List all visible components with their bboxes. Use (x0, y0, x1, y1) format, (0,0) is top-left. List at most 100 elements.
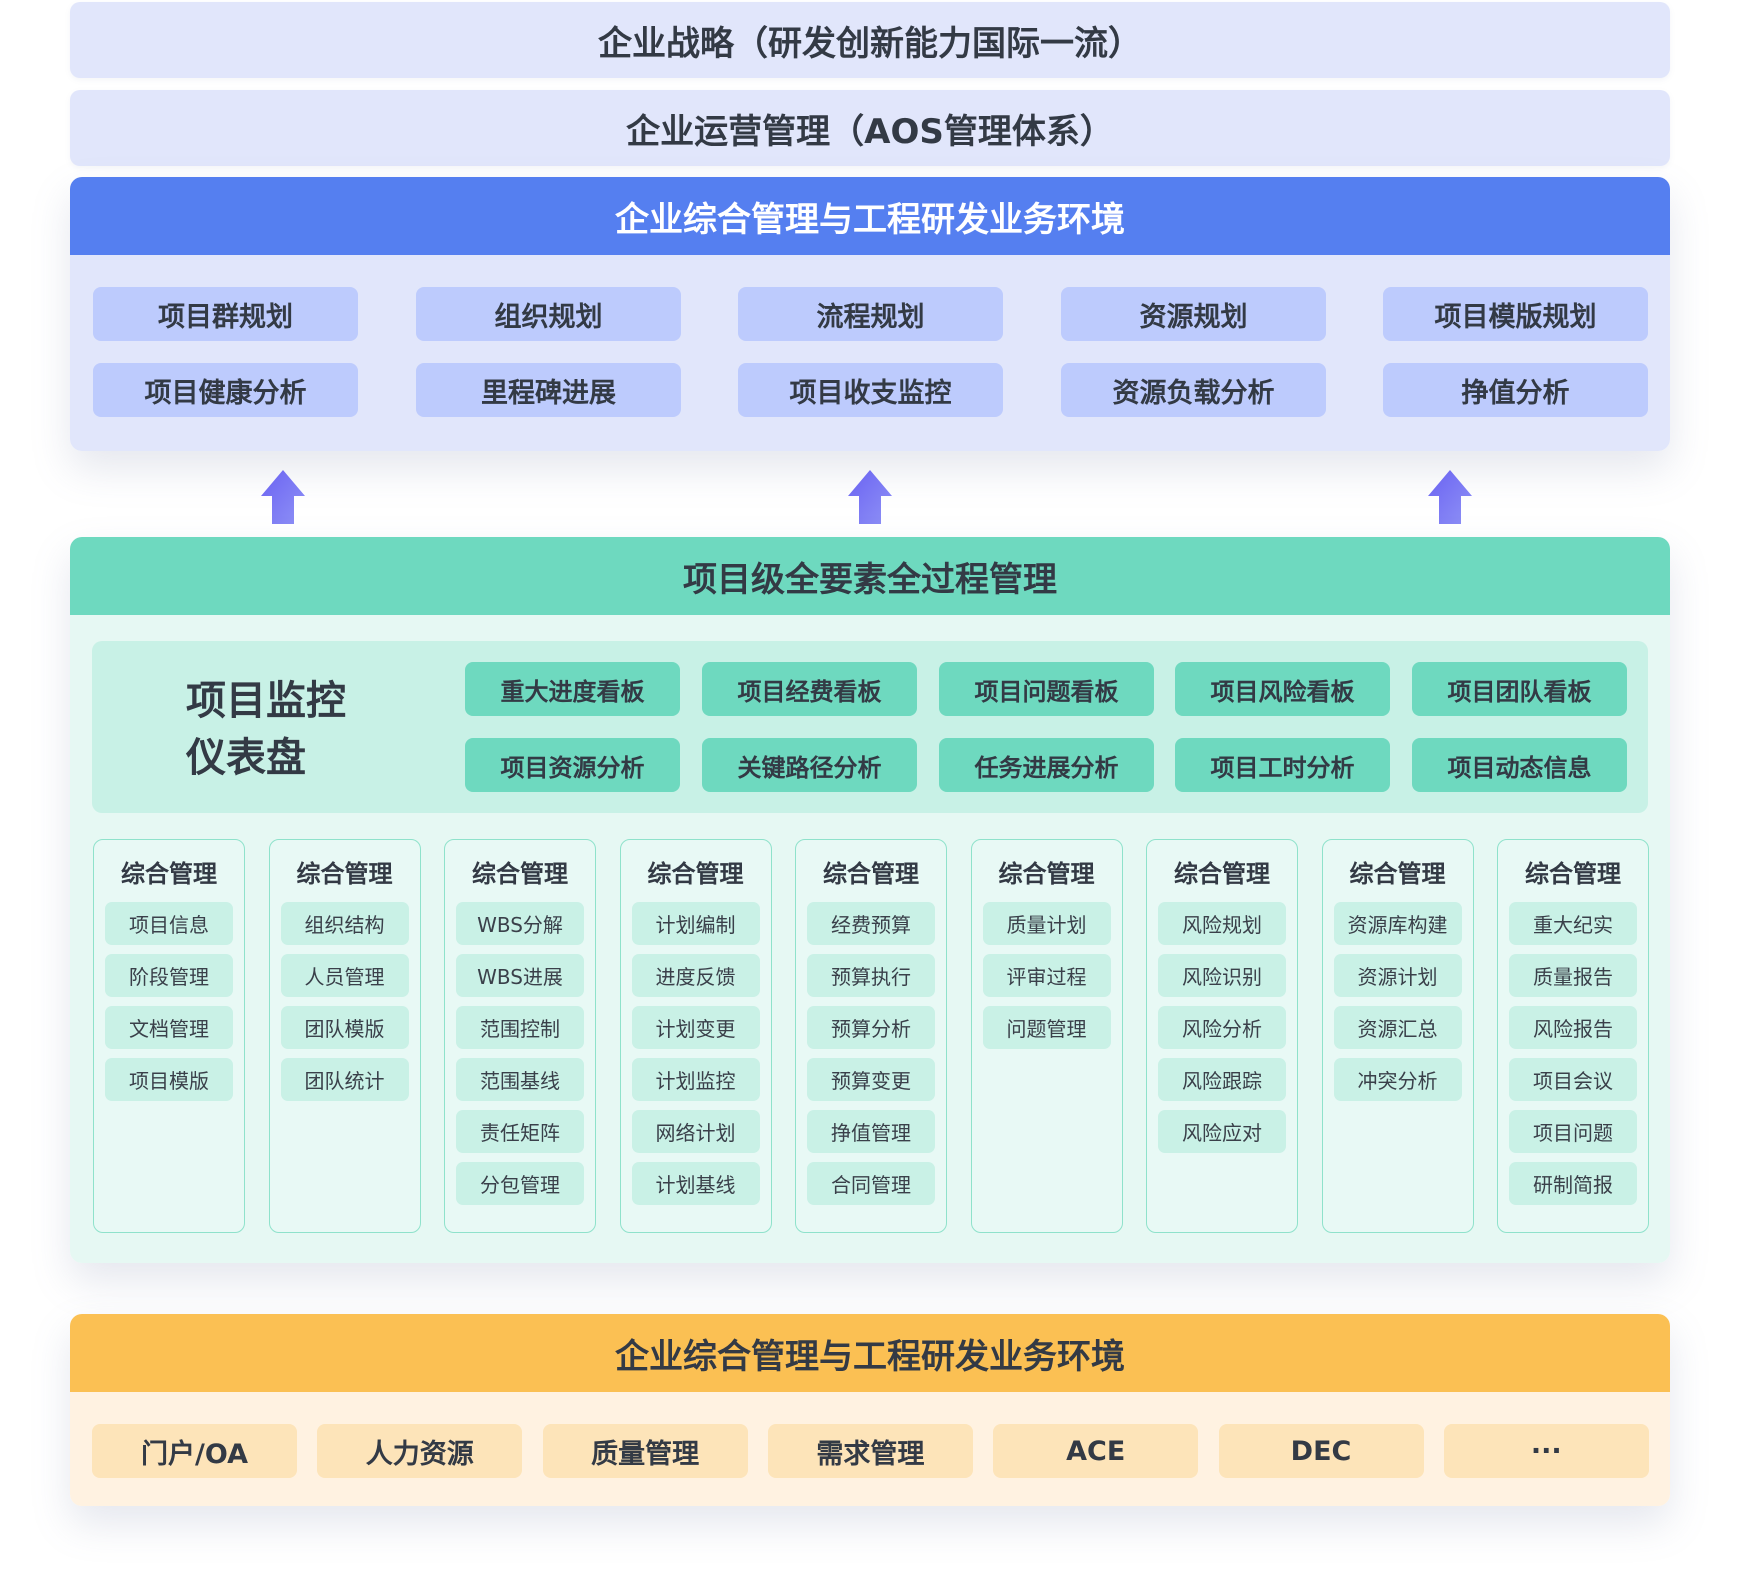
module-item[interactable]: 组织结构 (280, 902, 409, 945)
system-chip[interactable]: 需求管理 (767, 1424, 973, 1478)
module-item-label: 资源汇总 (1357, 1017, 1438, 1041)
module-item[interactable]: 风险跟踪 (1158, 1058, 1286, 1101)
dashboard-chip[interactable]: 项目问题看板 (939, 662, 1154, 716)
module-item[interactable]: 进度反馈 (631, 954, 760, 997)
module-item[interactable]: 分包管理 (456, 1162, 584, 1205)
planning-chip[interactable]: 里程碑进展 (416, 363, 681, 417)
dashboard-chip[interactable]: 项目风险看板 (1175, 662, 1390, 716)
system-chip[interactable]: 门户/OA (92, 1424, 297, 1478)
module-item[interactable]: 团队模版 (280, 1006, 409, 1049)
module-item[interactable]: 计划监控 (631, 1058, 760, 1101)
module-item[interactable]: 风险规划 (1158, 902, 1286, 945)
module-item-label: 分包管理 (480, 1173, 560, 1197)
module-item[interactable]: WBS分解 (456, 902, 584, 945)
planning-chip[interactable]: 项目群规划 (93, 287, 358, 341)
module-item-label: 风险识别 (1182, 965, 1262, 989)
planning-chip[interactable]: 组织规划 (416, 287, 681, 341)
planning-chip-label: 项目收支监控 (789, 377, 952, 409)
dashboard-title-line1: 项目监控 (186, 678, 346, 724)
module-item[interactable]: 预算变更 (807, 1058, 935, 1101)
module-item[interactable]: 质量计划 (982, 902, 1111, 945)
dashboard-chip-label: 项目动态信息 (1447, 753, 1592, 782)
system-chip[interactable]: 人力资源 (317, 1424, 523, 1478)
dashboard-chip[interactable]: 项目团队看板 (1412, 662, 1627, 716)
module-item[interactable]: 冲突分析 (1333, 1058, 1462, 1101)
module-item[interactable]: 项目信息 (105, 902, 233, 945)
module-item[interactable]: 预算分析 (807, 1006, 935, 1049)
module-item[interactable]: WBS进展 (456, 954, 584, 997)
module-item[interactable]: 文档管理 (105, 1006, 233, 1049)
module-item[interactable]: 计划基线 (631, 1162, 760, 1205)
planning-chip[interactable]: 挣值分析 (1383, 363, 1648, 417)
module-title: 综合管理 (121, 860, 217, 888)
module-items: WBS分解 WBS进展范围控制范围基线责任矩阵分包管理 (445, 890, 595, 1205)
module-item-label: 团队模版 (304, 1017, 385, 1041)
module-item-label: 预算执行 (831, 965, 911, 989)
module-item-label: 风险报告 (1533, 1017, 1613, 1041)
dashboard-chip-label: 项目资源分析 (500, 753, 645, 782)
module-item[interactable]: 资源计划 (1333, 954, 1462, 997)
dashboard-chip[interactable]: 项目资源分析 (465, 738, 680, 792)
planning-chip[interactable]: 项目健康分析 (93, 363, 358, 417)
module-item-label: 风险应对 (1182, 1121, 1262, 1145)
module-item[interactable]: 问题管理 (982, 1006, 1111, 1049)
module-item[interactable]: 范围控制 (456, 1006, 584, 1049)
module-column: 综合管理项目信息阶段管理文档管理项目模版 (93, 839, 245, 1233)
module-item[interactable]: 合同管理 (807, 1162, 935, 1205)
module-column: 综合管理计划编制进度反馈计划变更计划监控网络计划计划基线 (619, 839, 772, 1233)
module-item[interactable]: 阶段管理 (105, 954, 233, 997)
module-item[interactable]: 质量报告 (1509, 954, 1637, 997)
module-item[interactable]: 风险报告 (1509, 1006, 1637, 1049)
module-item[interactable]: 挣值管理 (807, 1110, 935, 1153)
dashboard-chip-label: 项目风险看板 (1210, 677, 1355, 706)
system-chip-label: 需求管理 (816, 1438, 925, 1470)
module-item[interactable]: 网络计划 (631, 1110, 760, 1153)
system-chip-label: 人力资源 (365, 1438, 474, 1470)
system-chip[interactable]: DEC (1218, 1424, 1424, 1478)
module-item[interactable]: 风险识别 (1158, 954, 1286, 997)
module-item[interactable]: 资源汇总 (1333, 1006, 1462, 1049)
system-chip[interactable]: ACE (993, 1424, 1199, 1478)
module-item[interactable]: 重大纪实 (1509, 902, 1637, 945)
system-chip[interactable]: 质量管理 (542, 1424, 748, 1478)
enterprise-env-body: 项目群规划 组织规划 流程规划 资源规划 项目模版规划项目健康分析 里程碑进展 项目收支监控… (70, 255, 1670, 451)
module-item-label: 经费预算 (831, 913, 911, 937)
strategy-layer: 企业战略（研发创新能力国际一流） (70, 2, 1670, 78)
planning-chip[interactable]: 项目收支监控 (738, 363, 1003, 417)
module-item[interactable]: 评审过程 (982, 954, 1111, 997)
module-item[interactable]: 项目模版 (105, 1058, 233, 1101)
dashboard-chip[interactable]: 项目动态信息 (1412, 738, 1627, 792)
module-item[interactable]: 项目会议 (1509, 1058, 1637, 1101)
module-item[interactable]: 资源库构建 (1333, 902, 1462, 945)
module-item[interactable]: 研制简报 (1509, 1162, 1637, 1205)
system-chip[interactable]: ··· (1443, 1424, 1649, 1478)
system-chip-label: ··· (1530, 1435, 1562, 1467)
dashboard-chip-label: 重大进度看板 (500, 677, 645, 706)
dashboard-chip[interactable]: 重大进度看板 (465, 662, 680, 716)
planning-chip[interactable]: 流程规划 (738, 287, 1003, 341)
module-item[interactable]: 人员管理 (280, 954, 409, 997)
planning-chip[interactable]: 资源规划 (1061, 287, 1326, 341)
dashboard-chip[interactable]: 任务进展分析 (939, 738, 1154, 792)
module-item[interactable]: 预算执行 (807, 954, 935, 997)
planning-chip[interactable]: 资源负载分析 (1061, 363, 1326, 417)
module-item[interactable]: 经费预算 (807, 902, 935, 945)
module-item-label: 质量报告 (1533, 965, 1613, 989)
planning-chip[interactable]: 项目模版规划 (1383, 287, 1648, 341)
module-item[interactable]: 项目问题 (1509, 1110, 1637, 1153)
module-item[interactable]: 计划编制 (631, 902, 760, 945)
dashboard-chip[interactable]: 项目经费看板 (702, 662, 917, 716)
module-item[interactable]: 风险应对 (1158, 1110, 1286, 1153)
system-chip-label: 门户/OA (141, 1438, 248, 1470)
dashboard-chip[interactable]: 项目工时分析 (1175, 738, 1390, 792)
module-item[interactable]: 团队统计 (280, 1058, 409, 1101)
module-item[interactable]: 范围基线 (456, 1058, 584, 1101)
business-env-header: 企业综合管理与工程研发业务环境 (70, 1314, 1670, 1392)
dashboard-box: 项目监控 仪表盘 重大进度看板项目经费看板项目问题看板项目风险看板项目团队看板项… (92, 641, 1648, 813)
module-item[interactable]: 风险分析 (1158, 1006, 1286, 1049)
module-item[interactable]: 计划变更 (631, 1006, 760, 1049)
dashboard-chip[interactable]: 关键路径分析 (702, 738, 917, 792)
module-title: 综合管理 (472, 860, 568, 888)
planning-chip-label: 组织规划 (494, 301, 603, 333)
module-item[interactable]: 责任矩阵 (456, 1110, 584, 1153)
